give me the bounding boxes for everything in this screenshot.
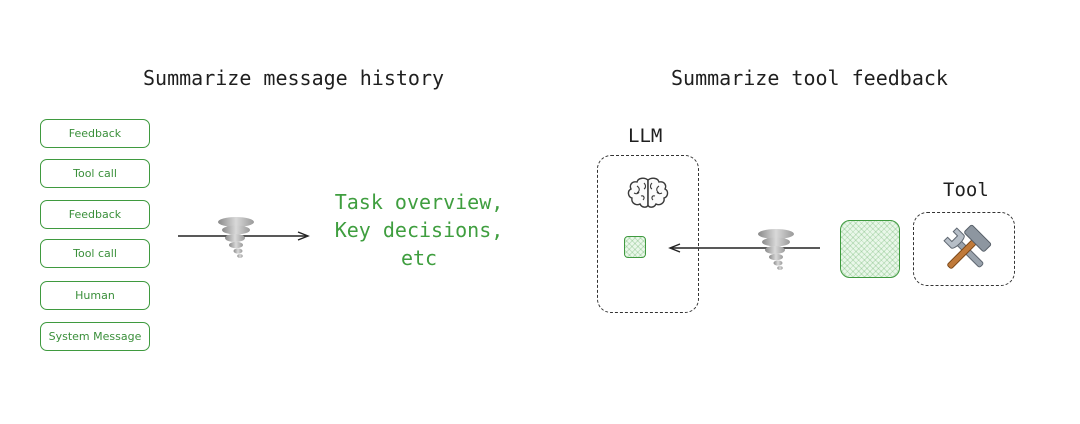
tornado-icon [218, 217, 254, 258]
tool-label: Tool [943, 179, 989, 201]
llm-context-block [624, 236, 646, 258]
right-panel-title: Summarize tool feedback [671, 66, 948, 90]
result-line-1: Task overview, [334, 190, 504, 214]
llm-label: LLM [628, 125, 663, 147]
message-tool-call-2: Tool call [40, 239, 150, 268]
message-system: System Message [40, 322, 150, 351]
result-line-2: Key decisions, [334, 218, 504, 242]
message-feedback-1: Feedback [40, 119, 150, 148]
summary-arrow-right [668, 243, 820, 253]
message-tool-call-1: Tool call [40, 159, 150, 188]
tornado-icon [758, 229, 794, 270]
tool-box [913, 212, 1015, 286]
message-feedback-2: Feedback [40, 200, 150, 229]
brain-icon [627, 177, 669, 208]
left-panel-title: Summarize message history [143, 66, 445, 90]
message-human: Human [40, 281, 150, 310]
result-line-3: etc [400, 246, 438, 270]
llm-box [597, 155, 699, 313]
summary-result-text: Task overview, Key decisions, etc [324, 188, 514, 272]
hammer-wrench-icon [943, 224, 992, 269]
tool-feedback-block [840, 220, 900, 278]
